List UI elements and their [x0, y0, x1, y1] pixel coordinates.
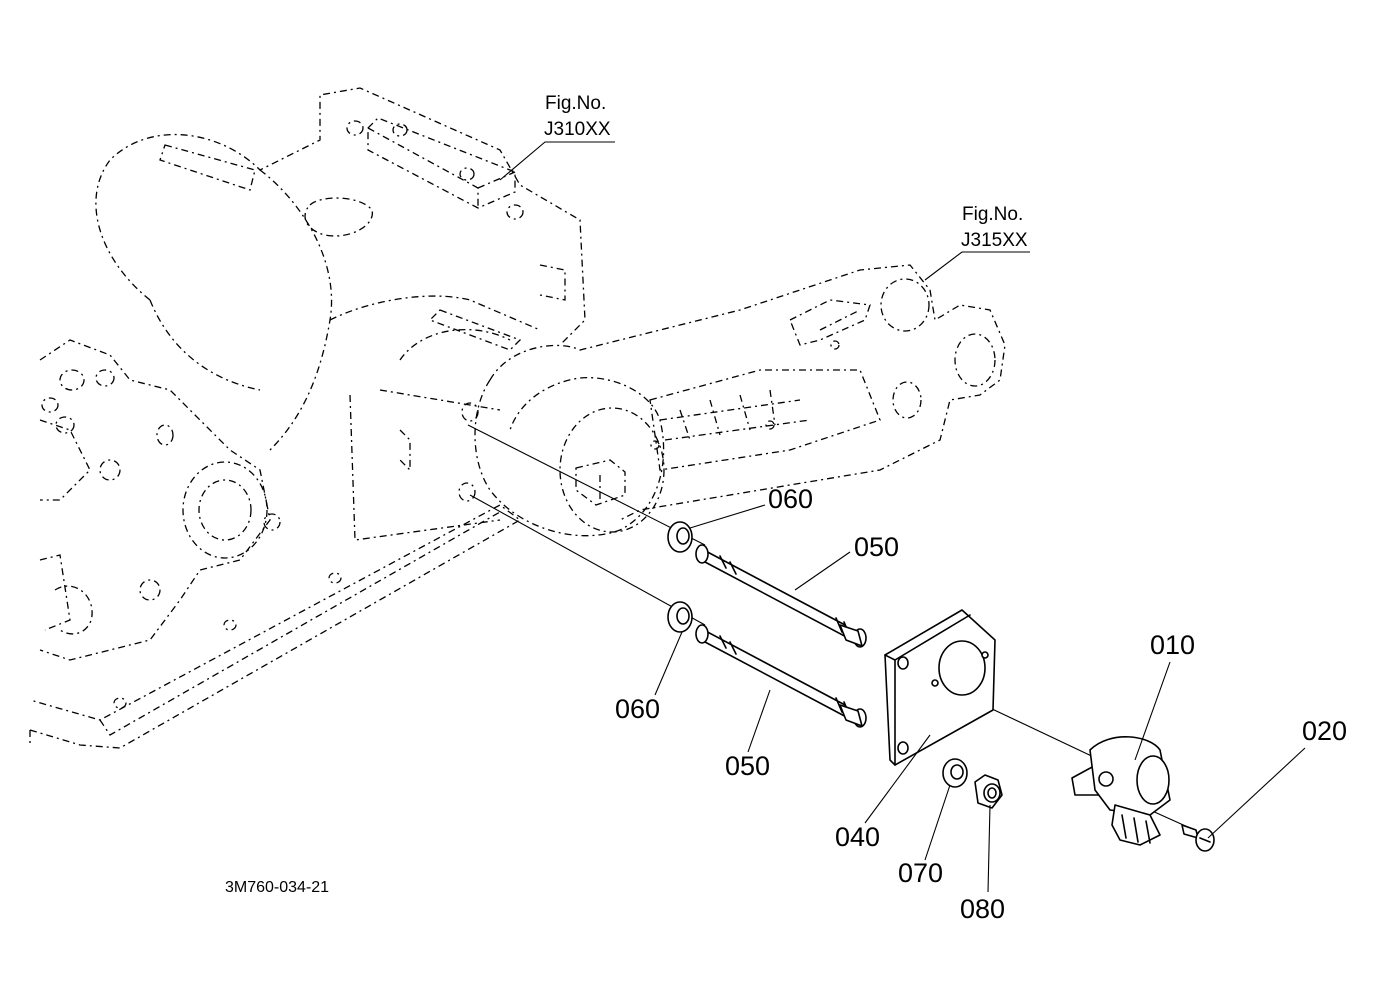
figure-reference-j310: Fig.No. J310XX: [544, 93, 611, 140]
stud-050-upper: [695, 544, 867, 648]
callout-070: 070: [898, 858, 943, 888]
washer-060-upper: [667, 521, 693, 553]
callout-leaders: [654, 504, 1306, 893]
figure-ref-leaders: [499, 141, 1030, 281]
lock-washer-070: [942, 758, 968, 788]
callout-020: 020: [1302, 716, 1347, 746]
lift-arm-assembly: [474, 264, 1006, 537]
washer-060-lower: [667, 601, 693, 633]
stud-050-lower: [695, 624, 867, 728]
callout-010: 010: [1150, 630, 1195, 660]
callout-060-upper: 060: [768, 484, 813, 514]
fig-ref-2-line1: Fig.No.: [962, 204, 1023, 225]
callout-050-lower: 050: [725, 751, 770, 781]
top-cover-plate: [346, 117, 524, 220]
screw-020: [1181, 824, 1215, 852]
fig-ref-1-line1: Fig.No.: [545, 93, 606, 114]
bracket-plate-040: [884, 609, 996, 766]
callout-080: 080: [960, 894, 1005, 924]
drawing-code: 3M760-034-21: [225, 879, 329, 896]
nut-080: [974, 774, 1003, 809]
transmission-housing: [29, 87, 586, 749]
callout-040: 040: [835, 822, 880, 852]
figure-reference-j315: Fig.No. J315XX: [961, 204, 1028, 251]
fig-ref-2-line2: J315XX: [961, 230, 1028, 251]
position-sensor-010: [1071, 736, 1171, 846]
callout-050-upper: 050: [854, 532, 899, 562]
callout-060-lower: 060: [615, 694, 660, 724]
fig-ref-1-line2: J310XX: [544, 119, 611, 140]
